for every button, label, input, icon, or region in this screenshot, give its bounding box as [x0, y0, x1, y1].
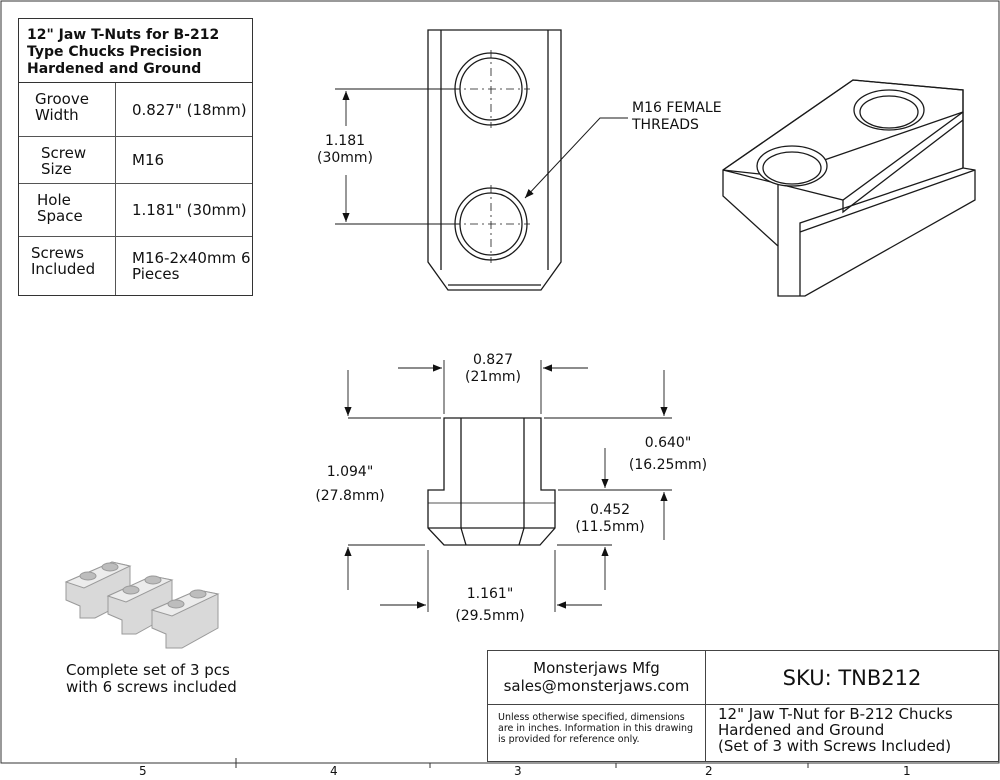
spec-row-groove-width: Groove Width 0.827" (18mm) [19, 83, 252, 137]
company-name: Monsterjaws Mfg [533, 659, 660, 677]
callout-line: M16 FEMALE [632, 100, 722, 116]
callout-leader [524, 117, 628, 199]
dim-bottom-width-label: 1.161" (29.5mm) [440, 583, 540, 627]
front-view-dims [344, 360, 672, 612]
spec-value: M16-2x40mm 6 Pieces [132, 249, 251, 283]
dim-value: 0.827 [472, 352, 514, 368]
spec-value: 0.827" (18mm) [132, 100, 247, 119]
dim-metric: (16.25mm) [628, 457, 708, 473]
spec-table-title: 12" Jaw T-Nuts for B-212 Type Chucks Pre… [19, 19, 252, 83]
set-of-three-image [64, 561, 220, 649]
dim-metric: (30mm) [316, 150, 373, 166]
dim-top-width-label: 0.827 (21mm) [448, 352, 538, 386]
description-line: Hardened and Ground [718, 721, 885, 739]
caption-line: Complete set of 3 pcs [66, 661, 230, 679]
dim-metric: (27.8mm) [315, 488, 385, 504]
dim-hole-space-lines [335, 88, 460, 225]
company-cell: Monsterjaws Mfg sales@monsterjaws.com [488, 651, 706, 705]
isometric-view [722, 79, 976, 297]
description-cell: 12" Jaw T-Nut for B-212 Chucks Hardened … [706, 705, 998, 761]
thread-callout: M16 FEMALE THREADS [632, 100, 722, 134]
spec-table: 12" Jaw T-Nuts for B-212 Type Chucks Pre… [18, 18, 253, 296]
front-view [427, 417, 556, 546]
spec-row-hole-space: Hole Space 1.181" (30mm) [19, 184, 252, 237]
company-email: sales@monsterjaws.com [503, 677, 690, 695]
dim-metric: (21mm) [464, 369, 521, 385]
front-view-outline [427, 417, 556, 546]
disclaimer-note: Unless otherwise specified, dimensions a… [498, 712, 694, 745]
set-piece-3 [150, 589, 220, 649]
zone-ticks [235, 758, 809, 768]
spec-value: M16 [132, 151, 165, 169]
dim-value: 1.181 [324, 133, 366, 149]
dim-value: 0.640" [644, 435, 692, 451]
dim-metric: (11.5mm) [575, 519, 645, 535]
dim-height-label: 1.094" (27.8mm) [300, 460, 400, 508]
sku-cell: SKU: TNB212 [706, 651, 998, 705]
zone-label: 2 [705, 764, 713, 778]
callout-line: THREADS [632, 117, 699, 133]
spec-row-screws-included: Screws Included M16-2x40mm 6 Pieces [19, 237, 252, 295]
title-block: Monsterjaws Mfg sales@monsterjaws.com SK… [487, 650, 999, 762]
description-line: 12" Jaw T-Nut for B-212 Chucks [718, 705, 953, 723]
dim-upper-label: 0.640" (16.25mm) [618, 432, 718, 476]
spec-value: 1.181" (30mm) [132, 201, 247, 219]
sku-label: SKU: TNB212 [782, 666, 922, 690]
dim-value: 1.161" [466, 586, 514, 602]
dim-lower-label: 0.452 (11.5mm) [566, 502, 654, 536]
sheet-border [0, 0, 1000, 764]
top-view [427, 29, 562, 291]
zone-label: 1 [903, 764, 911, 778]
zone-label: 3 [514, 764, 522, 778]
top-view-outline [427, 29, 562, 291]
set-caption: Complete set of 3 pcs with 6 screws incl… [66, 662, 237, 696]
spec-label: Screws Included [19, 237, 116, 295]
spec-label: Screw Size [19, 137, 116, 183]
zone-label: 5 [139, 764, 147, 778]
caption-line: with 6 screws included [66, 678, 237, 696]
zone-label: 4 [330, 764, 338, 778]
spec-label: Hole Space [19, 184, 116, 236]
dim-value: 1.094" [326, 464, 374, 480]
dim-hole-space-label: 1.181 (30mm) [300, 133, 390, 167]
dim-metric: (29.5mm) [455, 608, 525, 624]
note-cell: Unless otherwise specified, dimensions a… [488, 705, 706, 761]
spec-row-screw-size: Screw Size M16 [19, 137, 252, 184]
spec-label: Groove Width [19, 83, 116, 136]
dim-value: 0.452 [589, 502, 631, 518]
description-line: (Set of 3 with Screws Included) [718, 737, 952, 755]
